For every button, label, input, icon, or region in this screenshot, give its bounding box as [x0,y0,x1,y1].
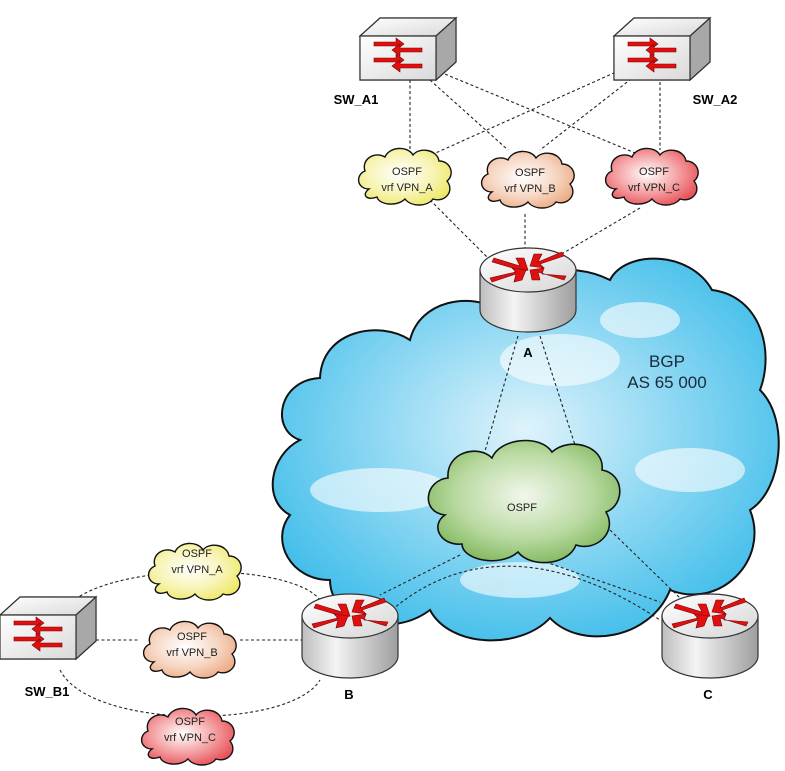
bgp-label-line1: BGP [649,352,685,371]
router-icon [479,247,577,333]
vrf-cloud-top-a-line1: OSPF [392,166,422,178]
vrf-cloud-bottom-c: OSPF vrf VPN_C [140,707,235,766]
vrf-cloud-top-b-line2: vrf VPN_B [504,183,555,195]
switch-sw-a1-label: SW_A1 [334,92,379,107]
vrf-cloud-top-c-line1: OSPF [639,166,669,178]
bgp-label-line2: AS 65 000 [627,373,706,392]
switch-sw-b1-label: SW_B1 [25,684,70,699]
switch-sw-a2[interactable] [613,17,711,81]
vrf-cloud-top-b-line1: OSPF [515,167,545,179]
switch-sw-b1[interactable] [0,596,97,660]
vrf-cloud-bottom-c-line1: OSPF [175,716,205,728]
vrf-cloud-bottom-a: OSPF vrf VPN_A [147,542,242,601]
ospf-core-cloud: OSPF [427,439,621,564]
switch-icon [0,596,97,660]
router-icon [661,593,759,679]
switch-icon [359,17,457,81]
vrf-cloud-top-b: OSPF vrf VPN_B [480,150,575,209]
router-b-label: B [344,687,353,702]
switch-sw-a1[interactable] [359,17,457,81]
router-a-label: A [523,345,533,360]
router-c[interactable] [661,593,759,679]
vrf-cloud-bottom-b-line2: vrf VPN_B [166,647,217,659]
vrf-cloud-top-a: OSPF vrf VPN_A [357,147,452,206]
vrf-cloud-bottom-b-line1: OSPF [177,631,207,643]
vrf-cloud-bottom-c-line2: vrf VPN_C [164,732,216,744]
vrf-cloud-top-c-line2: vrf VPN_C [628,182,680,194]
vrf-cloud-bottom-a-line1: OSPF [182,548,212,560]
vrf-cloud-bottom-a-line2: vrf VPN_A [171,564,223,576]
router-c-label: C [703,687,713,702]
vrf-cloud-top-a-line2: vrf VPN_A [381,182,433,194]
router-b[interactable] [301,593,399,679]
vrf-cloud-bottom-b: OSPF vrf VPN_B [142,620,237,679]
router-a[interactable] [479,247,577,333]
vrf-cloud-top-c: OSPF vrf VPN_C [604,147,699,206]
router-icon [301,593,399,679]
ospf-core-label: OSPF [507,502,537,514]
switch-sw-a2-label: SW_A2 [693,92,738,107]
switch-icon [613,17,711,81]
